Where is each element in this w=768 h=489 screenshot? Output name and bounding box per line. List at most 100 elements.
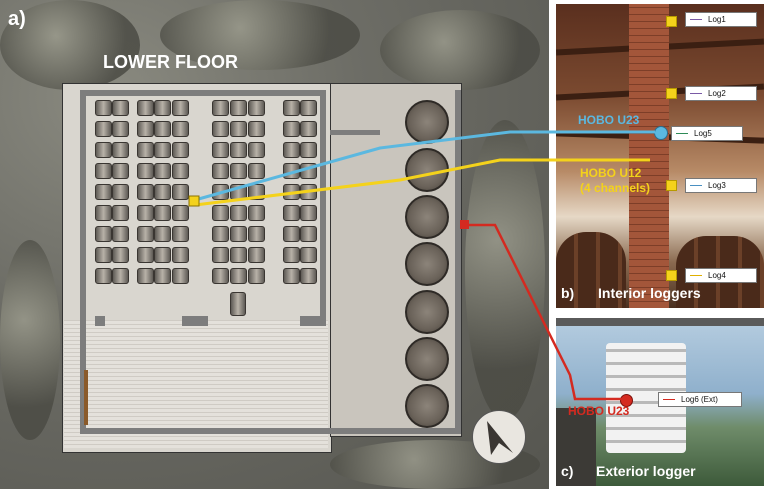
barrel xyxy=(283,247,300,263)
barrel xyxy=(154,205,171,221)
barrel xyxy=(172,184,189,200)
plan-wall xyxy=(80,428,460,434)
log3-label: Log3 xyxy=(685,178,757,193)
logger-marker xyxy=(620,394,633,407)
panel-b-title: Interior loggers xyxy=(598,285,701,301)
plan-wall xyxy=(320,90,326,320)
barrel xyxy=(248,226,265,242)
interior-sensor-marker xyxy=(188,195,200,207)
large-barrel xyxy=(405,384,449,428)
barrel xyxy=(137,100,154,116)
barrel xyxy=(137,247,154,263)
barrel xyxy=(212,142,229,158)
barrel xyxy=(112,163,129,179)
barrel xyxy=(172,163,189,179)
barrel xyxy=(95,142,112,158)
barrel xyxy=(212,247,229,263)
barrel xyxy=(230,163,247,179)
barrel xyxy=(112,268,129,284)
barrel xyxy=(248,163,265,179)
logger-marker xyxy=(666,88,677,99)
barrel xyxy=(230,247,247,263)
hobo-u23-interior-label: HOBO U23 xyxy=(578,113,640,127)
barrel xyxy=(154,121,171,137)
roof-area xyxy=(64,320,328,448)
north-arrow-icon xyxy=(472,410,526,464)
interior-loggers-photo xyxy=(556,4,764,308)
plan-wall xyxy=(300,316,326,326)
door-marker xyxy=(84,370,88,425)
logger-marker xyxy=(666,16,677,27)
exterior-wire-anchor xyxy=(460,220,469,229)
logger-marker xyxy=(666,180,677,191)
barrel xyxy=(95,184,112,200)
log6-label: Log6 (Ext) xyxy=(658,392,742,407)
barrel xyxy=(300,121,317,137)
barrel xyxy=(230,268,247,284)
barrel xyxy=(95,100,112,116)
large-barrel xyxy=(405,242,449,286)
barrel xyxy=(112,142,129,158)
barrel xyxy=(248,100,265,116)
plan-wall xyxy=(95,316,105,326)
barrel xyxy=(137,205,154,221)
barrel xyxy=(154,163,171,179)
barrel xyxy=(283,121,300,137)
panel-a-label: a) xyxy=(8,8,26,30)
barrel xyxy=(248,268,265,284)
barrel xyxy=(300,247,317,263)
barrel xyxy=(212,100,229,116)
log3-text: Log3 xyxy=(708,181,726,190)
barrel xyxy=(300,205,317,221)
hobo-u12-channels-label: (4 channels) xyxy=(580,181,651,195)
barrel xyxy=(230,226,247,242)
log4-swatch xyxy=(690,275,702,276)
barrel xyxy=(230,100,247,116)
panel-c-title: Exterior logger xyxy=(596,463,696,479)
large-barrel xyxy=(405,290,449,334)
hobo-u12-label: HOBO U12 xyxy=(580,166,642,180)
barrel xyxy=(112,184,129,200)
hobo-u23-exterior-label: HOBO U23 xyxy=(568,404,630,418)
barrel xyxy=(154,226,171,242)
barrel xyxy=(154,247,171,263)
log5-text: Log5 xyxy=(694,129,712,138)
barrel xyxy=(248,247,265,263)
barrel xyxy=(172,226,189,242)
barrel xyxy=(95,247,112,263)
log2-swatch xyxy=(690,93,702,94)
large-barrel xyxy=(405,195,449,239)
barrel xyxy=(248,121,265,137)
barrel xyxy=(137,226,154,242)
barrel xyxy=(95,268,112,284)
large-barrel xyxy=(405,100,449,144)
barrel xyxy=(172,268,189,284)
barrel xyxy=(230,292,246,316)
barrel xyxy=(137,163,154,179)
log5-label: Log5 xyxy=(671,126,743,141)
barrel xyxy=(137,121,154,137)
barrel xyxy=(172,121,189,137)
barrel xyxy=(230,142,247,158)
barrel xyxy=(300,268,317,284)
hobo-u12-wire xyxy=(194,158,650,207)
panel-b-label: b) xyxy=(561,285,575,301)
panel-c-label: c) xyxy=(561,463,574,479)
barrel xyxy=(283,142,300,158)
barrel xyxy=(300,142,317,158)
barrel xyxy=(212,226,229,242)
barrel xyxy=(283,100,300,116)
barrel xyxy=(112,247,129,263)
barrel xyxy=(95,121,112,137)
barrel xyxy=(112,226,129,242)
plan-wall xyxy=(80,90,325,96)
log1-text: Log1 xyxy=(708,15,726,24)
barrel xyxy=(154,184,171,200)
lower-floor-title: LOWER FLOOR xyxy=(103,52,238,72)
barrel xyxy=(154,142,171,158)
barrel xyxy=(283,268,300,284)
hobo-u23-exterior-wire xyxy=(465,223,622,401)
log5-swatch xyxy=(676,133,688,134)
log4-text: Log4 xyxy=(708,271,726,280)
barrel xyxy=(248,205,265,221)
